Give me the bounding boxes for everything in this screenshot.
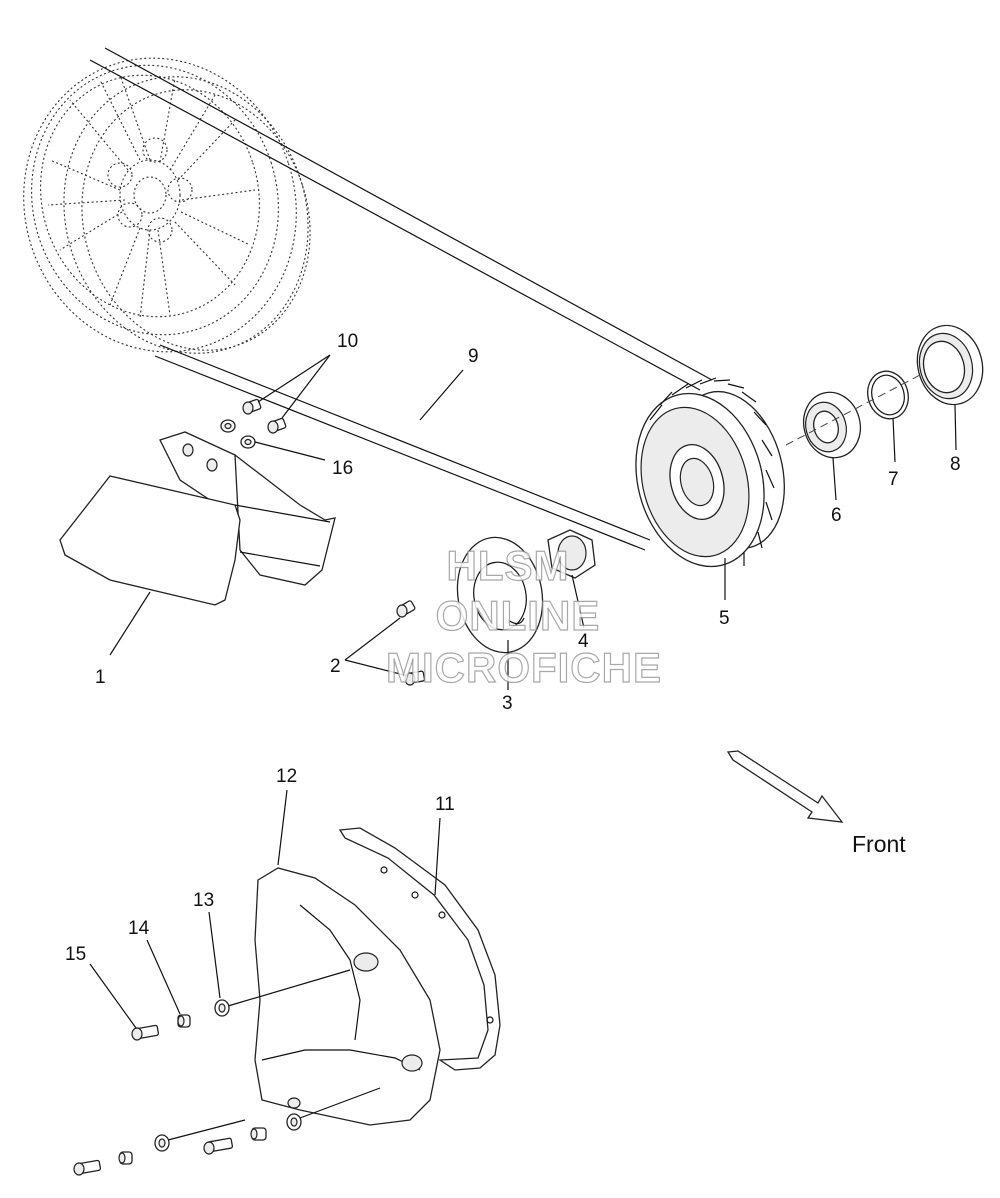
lock-plate-screws	[396, 600, 426, 686]
callout-7: 7	[888, 469, 899, 490]
callout-labels: 1 2 3 4 5 6 7 8 9 10 11 12 13 14 15 16 F…	[65, 331, 961, 965]
watermark-line-3: MICROFICHE	[386, 644, 662, 691]
wheel-seal	[916, 324, 984, 406]
lower-belt-guard	[59, 431, 336, 606]
leader-lines	[89, 354, 957, 1029]
watermark-line-1: HLSM	[447, 542, 570, 589]
callout-2: 2	[330, 656, 341, 677]
callout-10: 10	[337, 331, 358, 352]
cover-gasket	[338, 827, 501, 1071]
callout-8: 8	[950, 454, 961, 475]
o-ring	[867, 370, 909, 420]
callout-13: 13	[193, 890, 214, 911]
watermark: HLSM ONLINE MICROFICHE	[385, 541, 662, 691]
watermark-line-2: ONLINE	[436, 592, 601, 639]
axle-nut	[547, 529, 596, 579]
callout-9: 9	[468, 346, 479, 367]
callout-4: 4	[578, 631, 589, 652]
rear-sprocket	[635, 377, 785, 568]
wheel-spacer	[802, 391, 862, 459]
lock-plate	[456, 536, 544, 654]
front-arrow	[726, 750, 844, 823]
callout-1: 1	[95, 667, 106, 688]
callout-15: 15	[65, 944, 86, 965]
callout-14: 14	[128, 918, 150, 939]
guard-screws	[220, 398, 287, 449]
callout-3: 3	[502, 693, 513, 714]
callout-12: 12	[276, 766, 297, 787]
outer-belt-cover	[254, 867, 441, 1126]
cover-fasteners-upper	[131, 969, 351, 1041]
rear-wheel-phantom	[23, 57, 311, 354]
front-label: Front	[852, 831, 906, 857]
callout-6: 6	[831, 505, 842, 526]
callout-11: 11	[435, 794, 455, 815]
callout-16: 16	[332, 458, 353, 479]
callout-5: 5	[719, 608, 730, 629]
drive-belt	[89, 47, 713, 551]
cover-fasteners-lower	[73, 1087, 381, 1176]
